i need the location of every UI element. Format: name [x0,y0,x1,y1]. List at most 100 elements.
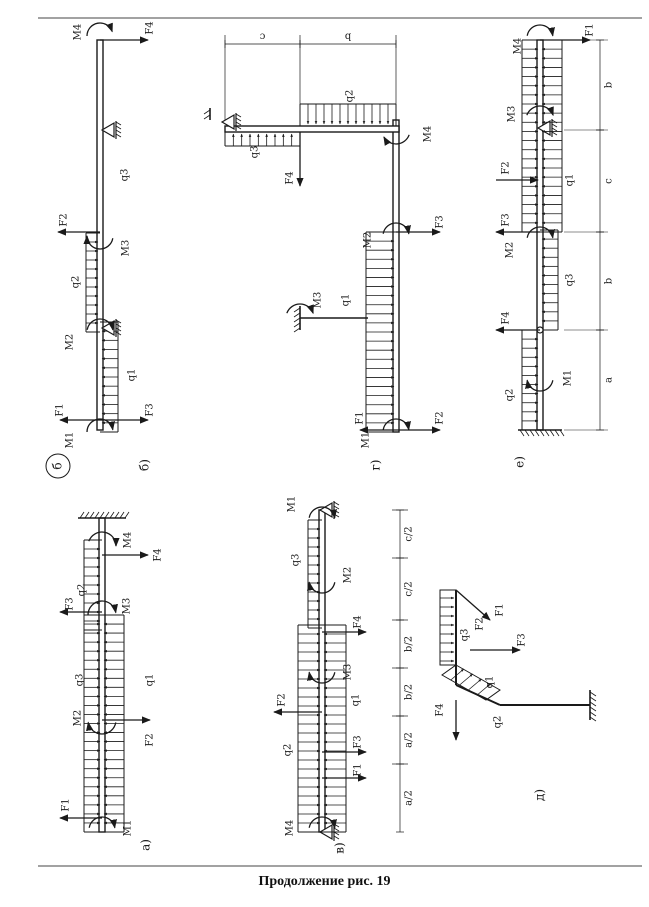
hatch [104,511,110,519]
force-label-F4: F4 [285,171,296,184]
force-label-F3: F3 [517,633,528,646]
force-label-F1: F1 [585,23,596,36]
force-label-F3: F3 [65,597,76,610]
force-label-F4: F4 [353,615,364,628]
moment-M3-g [286,303,314,315]
force-label-F2: F2 [435,411,446,424]
load-label-q2: q2 [283,744,294,757]
hatch [519,429,525,437]
moment-M2-a [86,721,117,735]
frame-d [439,589,590,706]
hatch [589,691,597,697]
dimension-label: b/2 [404,636,415,652]
hatch [115,129,122,134]
force-label-F1: F1 [55,403,66,416]
hatch [79,511,85,519]
hatch [115,331,122,336]
hatch [115,323,122,328]
hatch [549,429,555,437]
moment-label-M1: M1 [287,496,298,513]
moment-label-M1: M1 [361,432,372,449]
support-triangle [220,113,235,131]
moment-label-M2: M2 [343,567,354,584]
dimension-label: a/2 [404,732,415,748]
beam-g-vertical [392,119,400,433]
force-label-F4: F4 [501,311,512,324]
moment-M1-g [382,418,411,431]
beam-b [96,39,104,431]
dimension-label: c/2 [404,581,415,596]
dimension-b-upper [596,39,604,131]
moment-label-M1: M1 [123,820,134,837]
hatch [559,429,565,437]
dimension-label: b/2 [404,684,415,700]
hatch [293,307,301,313]
load-label-q3: q3 [75,674,86,687]
panel-label-g: г) [369,460,383,471]
load-arrow [459,673,473,686]
force-label-F4: F4 [145,21,156,34]
moment-M3-v [307,671,336,684]
hatch [235,117,242,122]
hatch [124,511,130,519]
panel-label-v: в) [333,842,347,853]
load-label-q2: q2 [505,389,516,402]
moment-M2-e [526,226,555,239]
hatch [589,711,597,717]
hatch [114,511,120,519]
moment-M3-e [526,105,554,117]
fixed-support-a [78,511,130,519]
support-triangle [100,121,115,139]
beam-g-horizontal [224,125,400,133]
hatch [293,317,301,323]
hatch [84,511,90,519]
force-label-F3: F3 [145,403,156,416]
hatch [333,509,340,514]
moment-label-M4: M4 [123,532,134,549]
hatch [119,511,125,519]
moment-label-M3: M3 [122,598,133,615]
load-q1-v [322,624,347,833]
dimension-label: b [604,278,615,284]
panel-label-b: б) [138,459,152,471]
dimension-label: b [345,31,351,42]
load-label-q1: q1 [565,174,576,187]
dimension-label: c [259,31,265,42]
force-label-F2: F2 [277,693,288,706]
moment-M2-v [307,581,336,594]
force-label-F1: F1 [355,411,366,424]
hatch [554,429,560,437]
load-q3-g [224,132,301,147]
load-label-q2: q2 [71,276,82,289]
load-q2-b [85,232,100,333]
panel-label-d: д) [533,789,547,801]
moment-label-M4: M4 [285,820,296,837]
hatch [235,121,242,126]
pin-support-g [220,113,242,131]
moment-label-M3: M3 [343,664,354,681]
fixed-support-g [293,306,301,333]
moment-label-M2: M2 [73,710,84,727]
hatch [115,319,122,324]
moment-label-M3: M3 [121,240,132,257]
dimension-label: c [604,178,615,184]
moment-M4-g [383,134,410,146]
moment-M4-v [308,816,337,829]
load-q1-g [365,231,396,433]
fixed-support-d [589,690,597,722]
hatch [109,511,115,519]
hatch [293,312,301,318]
fixed-support-e [518,429,565,437]
hatch [551,127,558,132]
hatch [551,123,558,128]
load-q3-d [439,589,457,666]
hatch [99,511,105,519]
panel-label-e: е) [513,456,527,468]
hatch [89,511,95,519]
load-label-q3: q3 [120,169,131,182]
load-label-q1: q1 [341,294,352,307]
dimension-b [299,40,397,48]
moment-M3-b [83,235,114,250]
hatch [115,133,122,138]
